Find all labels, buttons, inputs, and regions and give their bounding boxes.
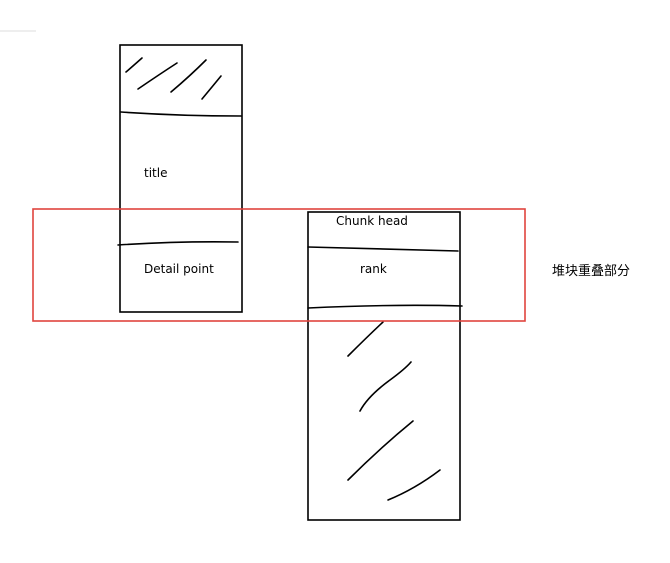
right-block-head-label: Chunk head: [336, 214, 408, 228]
right-block: [307, 211, 463, 521]
right-block-rank-divider: [307, 304, 463, 309]
left-block-title-label: title: [144, 166, 168, 180]
right-block-rank-label: rank: [360, 262, 387, 276]
left-block-detail-label: Detail point: [144, 262, 214, 276]
left-block-top-divider: [120, 111, 242, 117]
left-block-hatching: [125, 57, 222, 100]
right-block-head-divider: [307, 246, 459, 252]
left-block-outline: [119, 44, 243, 313]
overlap-label: 堆块重叠部分: [552, 264, 631, 279]
overlap-highlight-box: [32, 208, 526, 322]
left-block-detail-divider: [117, 241, 239, 246]
right-block-hatching: [347, 321, 441, 501]
right-block-outline: [307, 211, 461, 521]
left-block: [117, 44, 243, 313]
